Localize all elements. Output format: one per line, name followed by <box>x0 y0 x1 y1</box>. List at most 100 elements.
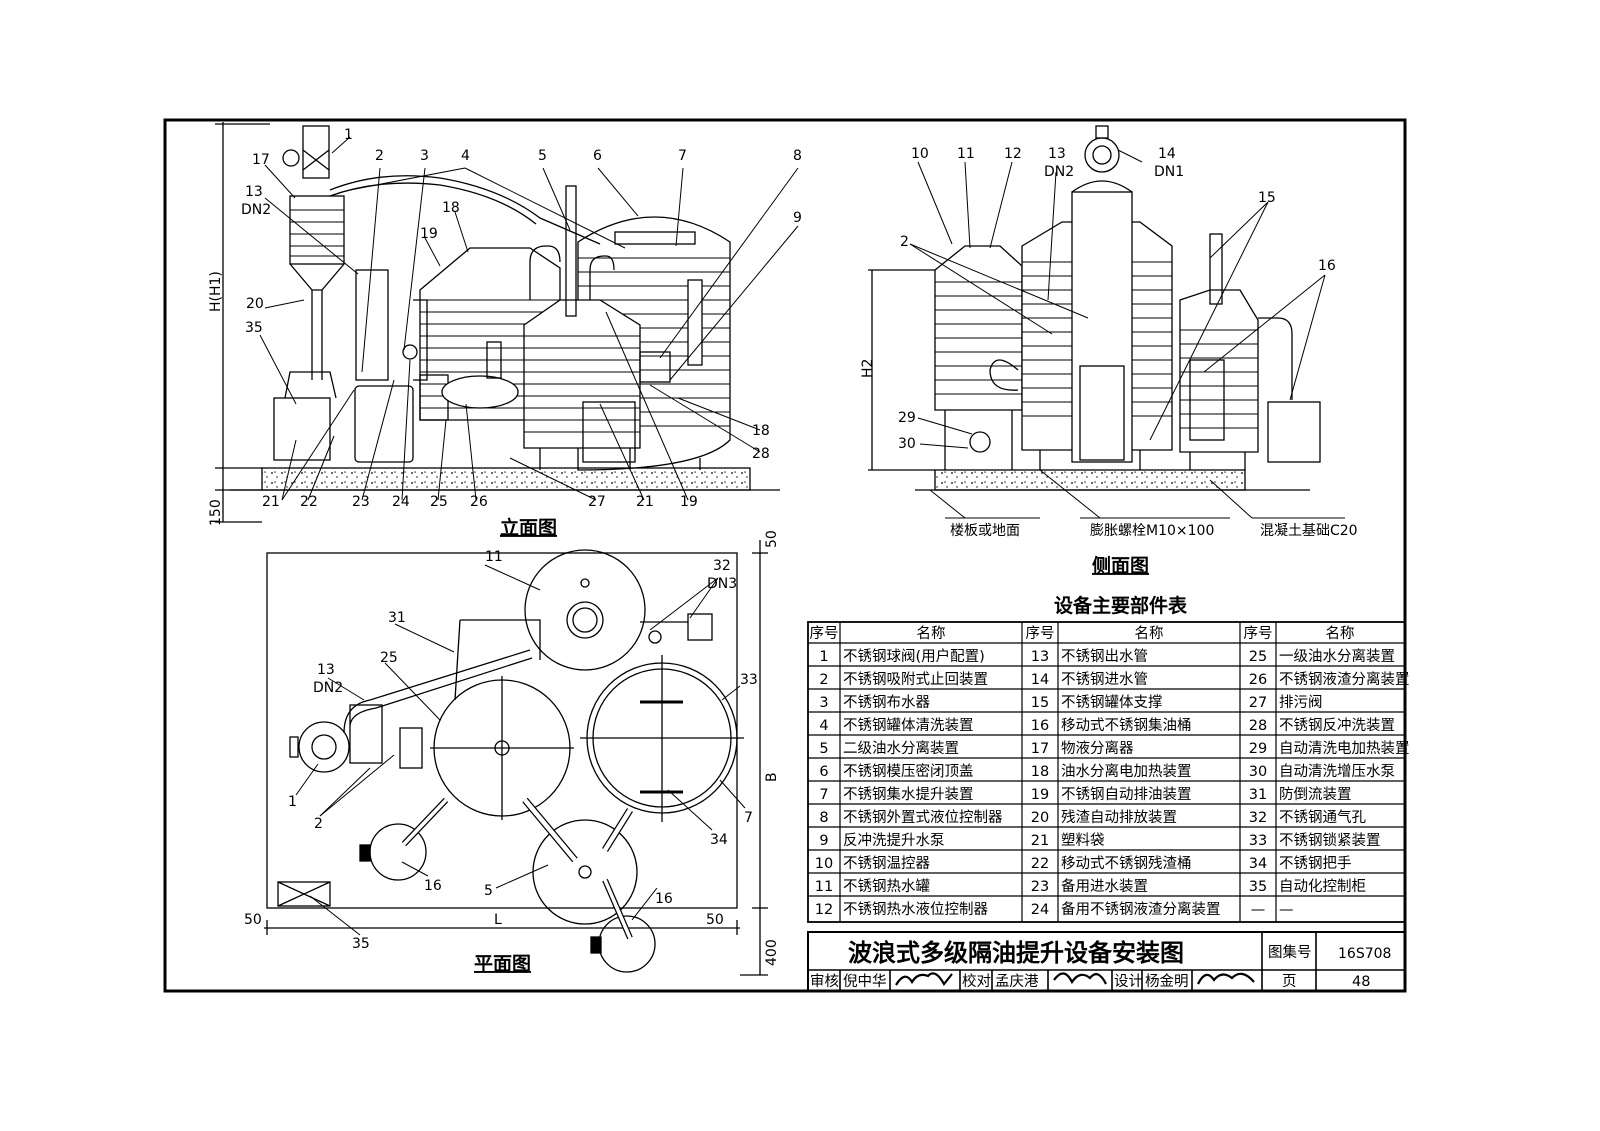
table-item-name: 不锈钢锁紧装置 <box>1279 832 1381 849</box>
table-item-name: 不锈钢热水液位控制器 <box>843 901 988 918</box>
table-item-name: 不锈钢球阀(用户配置) <box>843 648 985 665</box>
callout-13: 13 <box>1048 146 1066 162</box>
table-item-number: 5 <box>819 741 828 757</box>
table-item-name: 不锈钢出水管 <box>1061 648 1148 665</box>
table-item-number: 31 <box>1249 787 1267 803</box>
table-item-name: 备用不锈钢液渣分离装置 <box>1061 901 1221 918</box>
callout-30: 30 <box>898 436 916 452</box>
table-item-name: 不锈钢反冲洗装置 <box>1279 717 1395 734</box>
table-item-number: 28 <box>1249 718 1267 734</box>
callout-23: 23 <box>352 494 370 510</box>
callout-dn2: DN2 <box>241 202 271 218</box>
table-item-number: 29 <box>1249 741 1267 757</box>
table-item-name: 不锈钢液渣分离装置 <box>1279 671 1410 688</box>
dim-h-h1: H(H1) <box>208 271 224 312</box>
table-item-number: 32 <box>1249 810 1267 826</box>
table-item-name: 反冲洗提升水泵 <box>843 832 945 849</box>
table-item-number: 1 <box>819 649 828 665</box>
dim-400: 400 <box>764 939 780 966</box>
note-floor: 楼板或地面 <box>950 523 1020 539</box>
table-item-number: 15 <box>1031 695 1049 711</box>
callout-13: 13 <box>245 184 263 200</box>
callout-14: 14 <box>1158 146 1176 162</box>
plan-callout-dn2: DN2 <box>313 680 343 696</box>
plan-callout-34: 34 <box>710 832 728 848</box>
callout-3: 3 <box>420 148 429 164</box>
table-item-name: 防倒流装置 <box>1279 786 1352 803</box>
callout-24: 24 <box>392 494 410 510</box>
callout-25: 25 <box>430 494 448 510</box>
table-header-cell: 名称 <box>1326 625 1355 642</box>
table-item-number: 25 <box>1249 649 1267 665</box>
plan-callout-35: 35 <box>352 936 370 952</box>
checker-signature <box>1053 972 1107 985</box>
table-item-number: 2 <box>819 672 828 688</box>
plan-callout-13: 13 <box>317 662 335 678</box>
callout-21b: 21 <box>636 494 654 510</box>
callout-dn2: DN2 <box>1044 164 1074 180</box>
table-item-name: 自动化控制柜 <box>1279 878 1366 895</box>
table-item-name: 不锈钢集水提升装置 <box>843 786 974 803</box>
callout-6: 6 <box>593 148 602 164</box>
side-labels: 10 11 12 13 DN2 14 DN1 15 16 2 29 30 H2 … <box>860 146 1358 577</box>
table-item-number: 19 <box>1031 787 1049 803</box>
callout-7: 7 <box>678 148 687 164</box>
table-item-number: 35 <box>1249 879 1267 895</box>
callout-dn1: DN1 <box>1154 164 1184 180</box>
table-item-number: 7 <box>819 787 828 803</box>
table-item-name: 自动清洗电加热装置 <box>1279 740 1410 757</box>
table-item-number: — <box>1251 902 1266 918</box>
side-view <box>868 125 1326 491</box>
table-item-number: 30 <box>1249 764 1267 780</box>
drawing-title: 波浪式多级隔油提升设备安装图 <box>848 939 1184 967</box>
dim-50-top: 50 <box>764 530 780 548</box>
callout-20: 20 <box>246 296 264 312</box>
note-concrete: 混凝土基础C20 <box>1260 522 1358 539</box>
dim-l: L <box>494 912 502 928</box>
callout-18b: 18 <box>752 423 770 439</box>
plan-callout-2: 2 <box>314 816 323 832</box>
callout-29: 29 <box>898 410 916 426</box>
callout-2: 2 <box>375 148 384 164</box>
parts-table-grid <box>807 621 1406 923</box>
table-item-number: 17 <box>1031 741 1049 757</box>
callout-35: 35 <box>245 320 263 336</box>
elevation-labels: 1 2 3 4 5 6 7 8 9 13 DN2 17 18 19 20 35 … <box>208 127 802 539</box>
table-item-number: 6 <box>819 764 828 780</box>
table-item-number: 34 <box>1249 856 1267 872</box>
table-item-name: 排污阀 <box>1279 694 1323 711</box>
table-item-name: 不锈钢外置式液位控制器 <box>843 809 1003 826</box>
design-label: 设计 <box>1114 973 1143 990</box>
table-item-name: 移动式不锈钢残渣桶 <box>1061 855 1192 872</box>
callout-4: 4 <box>461 148 470 164</box>
plan-callout-32: 32 <box>713 558 731 574</box>
table-item-number: 16 <box>1031 718 1049 734</box>
table-item-name: 残渣自动排放装置 <box>1061 809 1177 826</box>
callout-12: 12 <box>1004 146 1022 162</box>
callout-26: 26 <box>470 494 488 510</box>
callout-8: 8 <box>793 148 802 164</box>
table-item-name: 移动式不锈钢集油桶 <box>1061 717 1192 734</box>
table-item-name: 不锈钢进水管 <box>1061 671 1148 688</box>
table-item-name: 不锈钢把手 <box>1279 855 1352 872</box>
reviewer-signature <box>895 972 953 986</box>
plan-labels: 11 32 DN3 31 13 DN2 25 33 1 2 16 5 34 7 … <box>244 530 780 975</box>
table-item-number: 9 <box>819 833 828 849</box>
table-item-name: 不锈钢模压密闭顶盖 <box>843 763 974 780</box>
dim-b: B <box>764 772 780 782</box>
page-number: 48 <box>1352 974 1370 990</box>
table-item-number: 26 <box>1249 672 1267 688</box>
callout-27: 27 <box>588 494 606 510</box>
plan-callout-5: 5 <box>484 883 493 899</box>
plan-view <box>264 540 768 976</box>
table-item-name: 不锈钢吸附式止回装置 <box>843 671 988 688</box>
table-item-number: 4 <box>819 718 828 734</box>
table-item-number: 21 <box>1031 833 1049 849</box>
table-item-number: 20 <box>1031 810 1049 826</box>
table-header-cell: 名称 <box>1135 625 1164 642</box>
callout-17: 17 <box>252 152 270 168</box>
plan-callout-31: 31 <box>388 610 406 626</box>
check-label: 校对 <box>962 973 991 990</box>
table-item-name: 不锈钢通气孔 <box>1279 809 1366 826</box>
